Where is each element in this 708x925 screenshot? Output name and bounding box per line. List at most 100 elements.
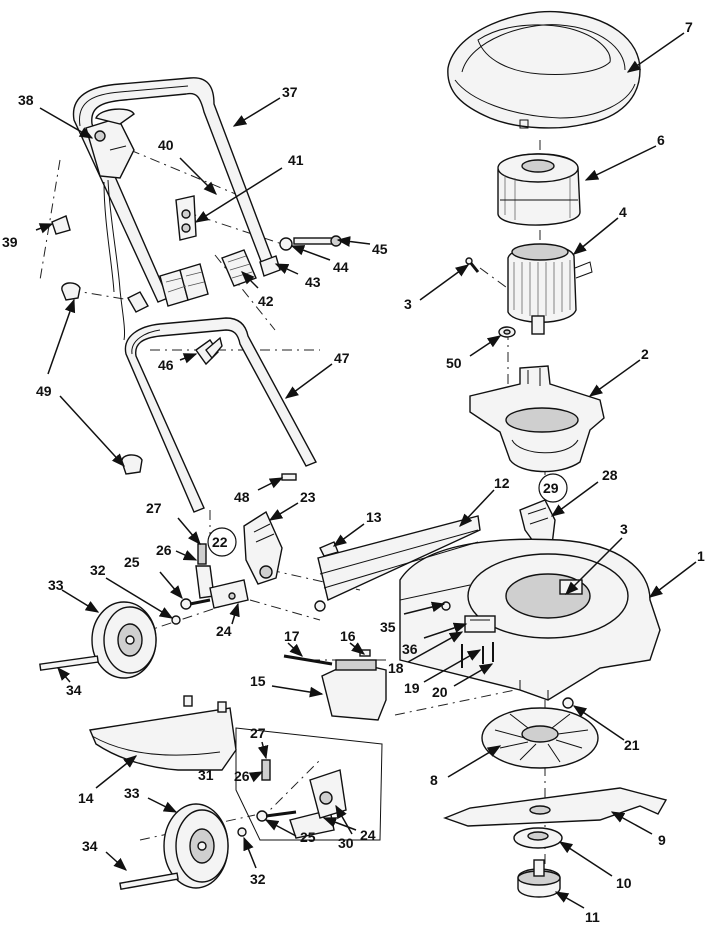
front-wheel-part (39, 601, 181, 679)
svg-text:12: 12 (494, 475, 510, 491)
svg-text:46: 46 (158, 357, 174, 373)
callout-6: 6 (584, 132, 665, 181)
callout-33-top: 33 (48, 577, 100, 613)
blade-adapter-part (513, 827, 563, 849)
svg-text:50: 50 (446, 355, 462, 371)
callout-43: 43 (274, 263, 321, 290)
callout-30: 30 (335, 804, 354, 851)
callout-15: 15 (250, 673, 324, 698)
svg-text:47: 47 (334, 350, 350, 366)
svg-text:37: 37 (282, 84, 298, 100)
svg-text:14: 14 (78, 790, 94, 806)
callout-45: 45 (336, 236, 388, 257)
svg-text:36: 36 (402, 641, 418, 657)
svg-text:25: 25 (300, 829, 316, 845)
axle-bracket-parts-top (180, 579, 249, 610)
callout-3-motor: 3 (404, 264, 470, 312)
callout-11: 11 (554, 891, 600, 925)
svg-text:13: 13 (366, 509, 382, 525)
callout-35: 35 (380, 601, 446, 635)
svg-text:9: 9 (658, 832, 666, 848)
callout-21: 21 (572, 705, 640, 753)
svg-text:11: 11 (585, 909, 600, 925)
svg-text:26: 26 (156, 542, 172, 558)
callout-44: 44 (290, 245, 349, 275)
svg-text:3: 3 (404, 296, 412, 312)
rear-door-part (283, 649, 387, 721)
callout-46: 46 (158, 353, 198, 373)
upper-handle-part (72, 77, 273, 303)
adjuster-inset-box (235, 727, 383, 841)
callout-34-bottom: 34 (82, 838, 128, 871)
callout-20: 20 (432, 663, 494, 700)
rear-wheel-part (119, 803, 247, 890)
callout-36: 36 (402, 622, 468, 657)
svg-text:32: 32 (90, 562, 106, 578)
callout-18: 18 (388, 631, 464, 676)
callout-19: 19 (404, 649, 482, 696)
callout-41: 41 (194, 152, 304, 223)
callout-17: 17 (284, 628, 303, 657)
callout-32-top: 32 (90, 562, 174, 619)
callout-1: 1 (648, 548, 705, 598)
svg-text:10: 10 (616, 875, 632, 891)
fan-part (481, 707, 599, 769)
svg-text:4: 4 (619, 204, 627, 220)
callout-31: 31 (198, 767, 214, 783)
svg-text:27: 27 (146, 500, 162, 516)
callout-29: 29 (543, 480, 559, 496)
svg-text:26: 26 (234, 768, 250, 784)
handle-hardware-parts (221, 235, 342, 287)
callout-42: 42 (241, 271, 274, 309)
rear-baffle-part (314, 515, 481, 612)
callout-24-top: 24 (216, 602, 240, 639)
svg-text:40: 40 (158, 137, 174, 153)
callout-14: 14 (78, 755, 138, 806)
svg-text:34: 34 (66, 682, 82, 698)
motor-housing-part (497, 153, 581, 226)
callout-26-top: 26 (156, 542, 198, 561)
svg-text:44: 44 (333, 259, 349, 275)
nut-part (562, 697, 574, 709)
callout-32-bottom: 32 (243, 836, 266, 887)
screw-part (465, 257, 480, 273)
callout-49: 49 (36, 298, 125, 467)
motor-part (507, 243, 593, 335)
handle-clamp-49-parts (61, 282, 143, 475)
callout-28: 28 (550, 467, 618, 517)
callout-38: 38 (18, 92, 94, 139)
svg-text:38: 38 (18, 92, 34, 108)
svg-text:24: 24 (360, 827, 376, 843)
svg-text:24: 24 (216, 623, 232, 639)
svg-text:41: 41 (288, 152, 304, 168)
blade-part (443, 787, 668, 827)
callout-10: 10 (558, 841, 632, 891)
svg-text:32: 32 (250, 871, 266, 887)
svg-text:49: 49 (36, 383, 52, 399)
mower-deck-part (399, 538, 661, 701)
callout-39: 39 (2, 223, 54, 250)
callout-9: 9 (610, 811, 666, 848)
svg-text:31: 31 (198, 767, 214, 783)
cord-hook-part (175, 195, 197, 241)
callout-34-top: 34 (57, 666, 82, 698)
rear-flap-part (89, 695, 237, 771)
part-callouts: 1 2 3 3 4 6 7 8 9 10 11 12 13 14 15 16 1… (2, 19, 705, 925)
svg-text:27: 27 (250, 725, 266, 741)
power-cord-part (103, 179, 125, 341)
height-adjuster-part (243, 510, 283, 585)
callout-27-top: 27 (146, 500, 201, 546)
callout-48: 48 (234, 477, 284, 505)
callout-2: 2 (588, 346, 649, 397)
lower-handle-part (124, 317, 317, 513)
switch-box-part (85, 108, 135, 179)
callout-22: 22 (212, 534, 228, 550)
blade-bolt-part (517, 859, 561, 898)
svg-text:42: 42 (258, 293, 274, 309)
motor-mount-part (469, 365, 605, 473)
svg-text:39: 39 (2, 234, 18, 250)
svg-text:45: 45 (372, 241, 388, 257)
part-29-callout-ring (538, 473, 568, 503)
handle-clamp-parts (127, 263, 209, 313)
pin-part (281, 473, 297, 481)
